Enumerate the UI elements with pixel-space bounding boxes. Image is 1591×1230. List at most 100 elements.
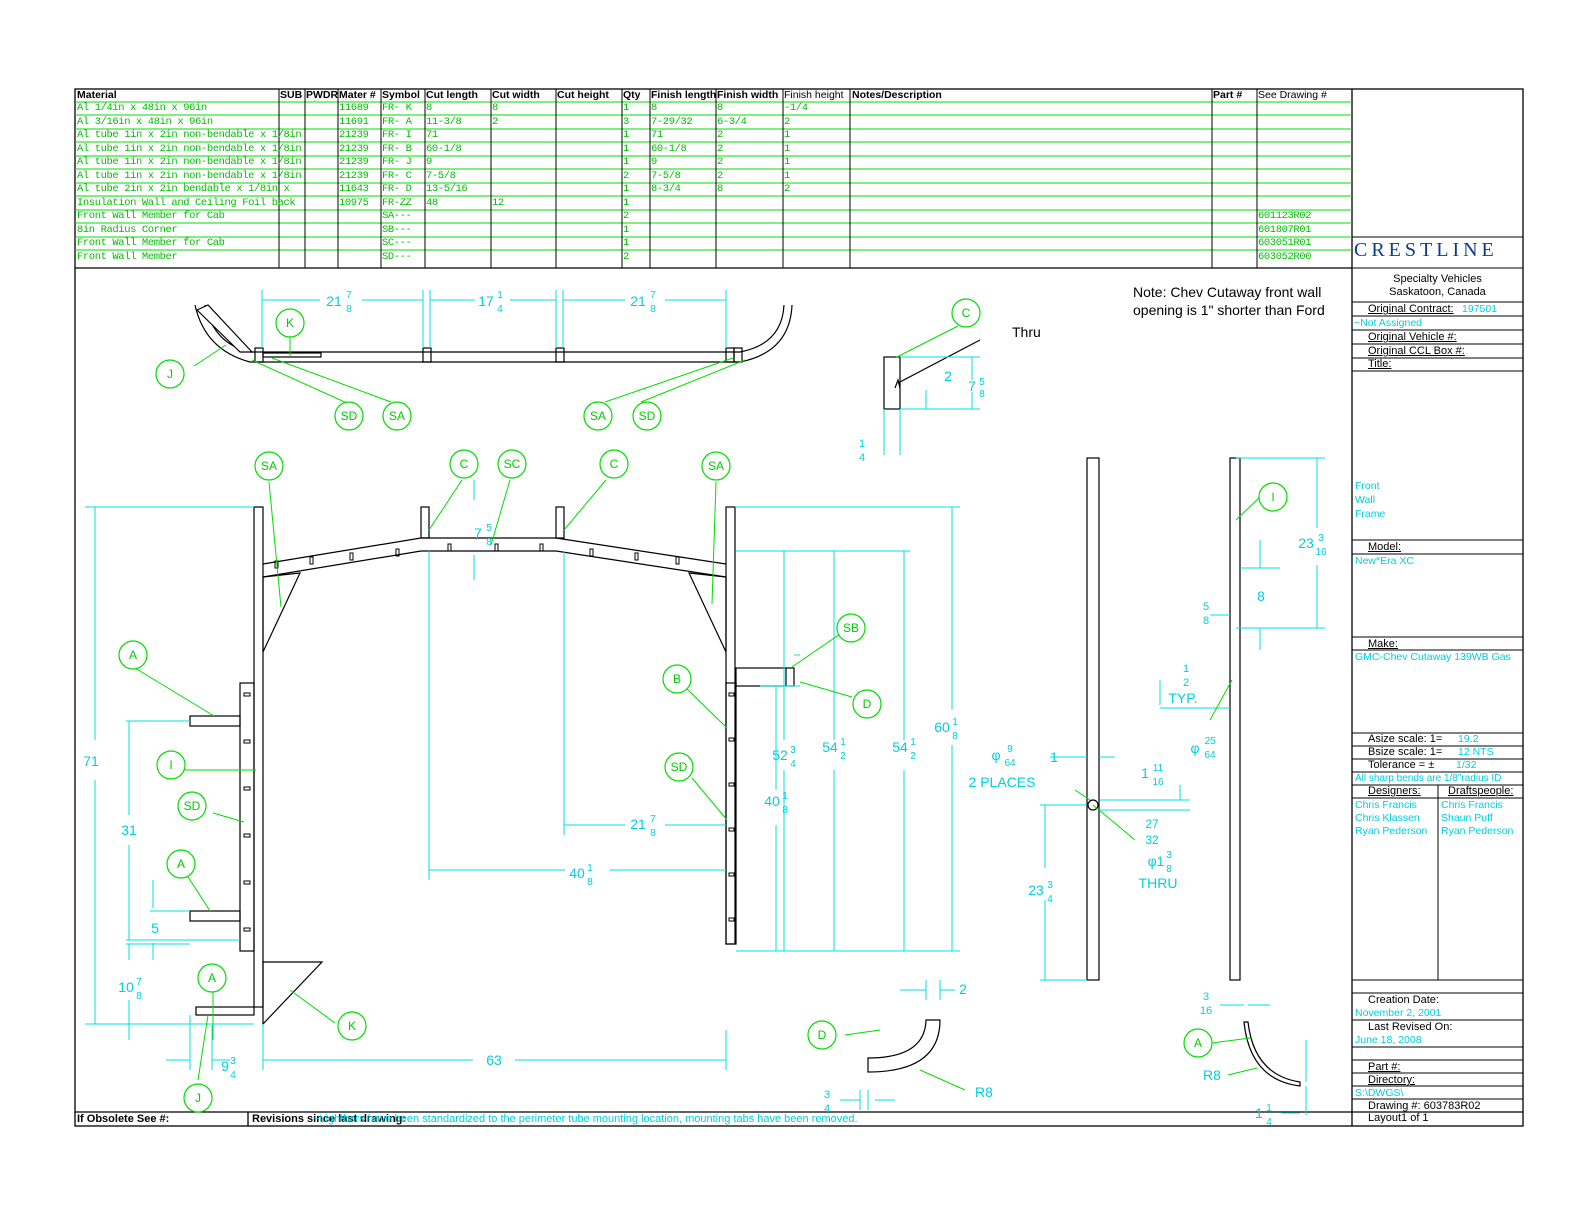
bom-cell-mater (339, 237, 380, 250)
bom-cell-sub (280, 197, 304, 210)
bom-cell-cut-length (426, 237, 490, 250)
bom-cell-finish-height: 1 (784, 169, 790, 182)
svg-text:7: 7 (346, 290, 352, 301)
layout-label: Layout1 of 1 (1368, 1112, 1429, 1124)
svg-text:D: D (818, 1028, 827, 1042)
bom-cell-finish-width (717, 237, 782, 250)
svg-text:SA: SA (590, 409, 606, 423)
bom-cell-finish-height (784, 251, 850, 264)
directory-value: S:\DWGS\ (1355, 1087, 1404, 1099)
bom-cell-sub (280, 116, 304, 129)
last-revised-label: Last Revised On: (1368, 1021, 1453, 1033)
bom-cell-pwdr (306, 197, 337, 210)
svg-text:4: 4 (1047, 894, 1053, 905)
revisions-label: Revisions since last drawing: (252, 1113, 407, 1125)
bom-cell-finish-height (784, 237, 850, 250)
svg-text:1: 1 (1183, 663, 1189, 675)
svg-text:8: 8 (952, 731, 958, 742)
bom-header-cut-width: Cut width (492, 89, 540, 101)
svg-text:63: 63 (486, 1052, 502, 1068)
bom-cell-finish-width: 8 (717, 183, 723, 195)
bom-cell-part (1213, 210, 1256, 223)
original-vehicle-label: Original Vehicle #: (1368, 331, 1457, 343)
draftspeople-label: Draftspeople: (1448, 785, 1514, 797)
bom-cell-cut-width (492, 237, 555, 250)
callout-bubbles (118, 298, 1288, 1113)
svg-text:52: 52 (772, 747, 788, 763)
bom-cell-part (1213, 251, 1256, 264)
bom-cell-symbol: FR- A (382, 115, 412, 128)
designer-3: Ryan Pederson (1355, 825, 1428, 837)
bom-cell-material: Al tube 1in x 2in non-bendable x 1/8in (77, 169, 302, 182)
svg-text:23: 23 (1298, 535, 1314, 551)
bom-header-mater: Mater # (339, 89, 376, 101)
svg-text:8: 8 (650, 828, 656, 839)
svg-text:4: 4 (790, 759, 796, 770)
bends-note: All sharp bends are 1/8"radius ID (1355, 773, 1502, 784)
bom-cell-mater: 11691 (339, 115, 369, 128)
top-view (194, 304, 793, 363)
svg-text:I: I (1271, 490, 1274, 504)
bom-cell-see-drawing: 603052R00 (1258, 250, 1312, 263)
bom-cell-notes (852, 251, 1211, 264)
svg-text:1: 1 (1050, 749, 1058, 765)
top-view-dims (261, 290, 727, 348)
directory-label: Directory: (1368, 1074, 1416, 1086)
svg-text:A: A (177, 857, 185, 871)
bom-cell-qty: 2 (623, 210, 629, 222)
bom-header-finish-height: Finish height (784, 89, 844, 101)
svg-text:8: 8 (1166, 864, 1172, 875)
svg-text:1: 1 (587, 863, 593, 874)
bom-cell-cut-length: 13-5/16 (426, 183, 468, 195)
bom-cell-cut-height (557, 224, 620, 237)
creation-date-value: November 2, 2001 (1355, 1007, 1442, 1019)
bom-cell-see-drawing: 601807R01 (1258, 223, 1312, 236)
bom-cell-sub (280, 251, 304, 264)
svg-text:K: K (286, 316, 294, 330)
bom-cell-cut-height (557, 116, 620, 129)
drawing-number: Drawing #: 603783R02 (1368, 1100, 1481, 1112)
original-contract-label: Original Contract: (1368, 303, 1454, 315)
svg-text:21: 21 (326, 293, 342, 309)
svg-text:5: 5 (151, 920, 159, 936)
svg-text:1: 1 (952, 717, 958, 728)
bom-cell-pwdr (306, 170, 337, 183)
svg-text:1: 1 (840, 737, 846, 748)
bom-cell-cut-length: 11-3/8 (426, 115, 462, 128)
bom-cell-cut-height (557, 197, 620, 210)
bom-cell-finish-length: 7-5/8 (651, 169, 681, 182)
draftsperson-3: Ryan Pederson (1441, 825, 1514, 837)
bom-cell-sub (280, 143, 304, 156)
bom-header-sub: SUB (280, 89, 303, 101)
svg-text:SC: SC (504, 457, 521, 471)
front-view (189, 506, 795, 1026)
bom-cell-sub (280, 156, 304, 169)
title-line-2: Wall (1355, 494, 1376, 506)
bom-header-finish-length: Finish length (651, 89, 717, 101)
svg-text:SA: SA (389, 409, 405, 423)
bom-header-symbol: Symbol (382, 89, 420, 101)
asize-value: 19.2 (1458, 733, 1479, 745)
bom-cell-finish-width (717, 251, 782, 264)
bom-cell-sub (280, 183, 304, 196)
detail-views (867, 339, 1301, 1087)
bom-cell-see-drawing (1258, 116, 1348, 129)
svg-text:7: 7 (968, 378, 976, 394)
svg-text:3: 3 (1047, 880, 1053, 891)
bom-cell-pwdr (306, 156, 337, 169)
last-revised-value: June 18, 2008 (1355, 1034, 1422, 1046)
bom-cell-cut-length: 48 (426, 196, 438, 209)
bom-cell-see-drawing (1258, 129, 1348, 142)
svg-text:D: D (863, 697, 872, 711)
bom-cell-finish-length: 60-1/8 (651, 142, 687, 155)
bom-cell-cut-length (426, 251, 490, 264)
bom-cell-cut-height (557, 210, 620, 223)
bom-cell-pwdr (306, 224, 337, 237)
revisions-text: ~Lightbars have been standardized to the… (313, 1113, 858, 1125)
bom-cell-finish-width (717, 210, 782, 223)
draftsperson-1: Chris Francis (1441, 799, 1503, 811)
bom-cell-see-drawing (1258, 183, 1348, 196)
bom-header-cut-height: Cut height (557, 89, 609, 101)
bom-cell-finish-length: 7-29/32 (651, 115, 693, 128)
bom-cell-pwdr (306, 183, 337, 196)
